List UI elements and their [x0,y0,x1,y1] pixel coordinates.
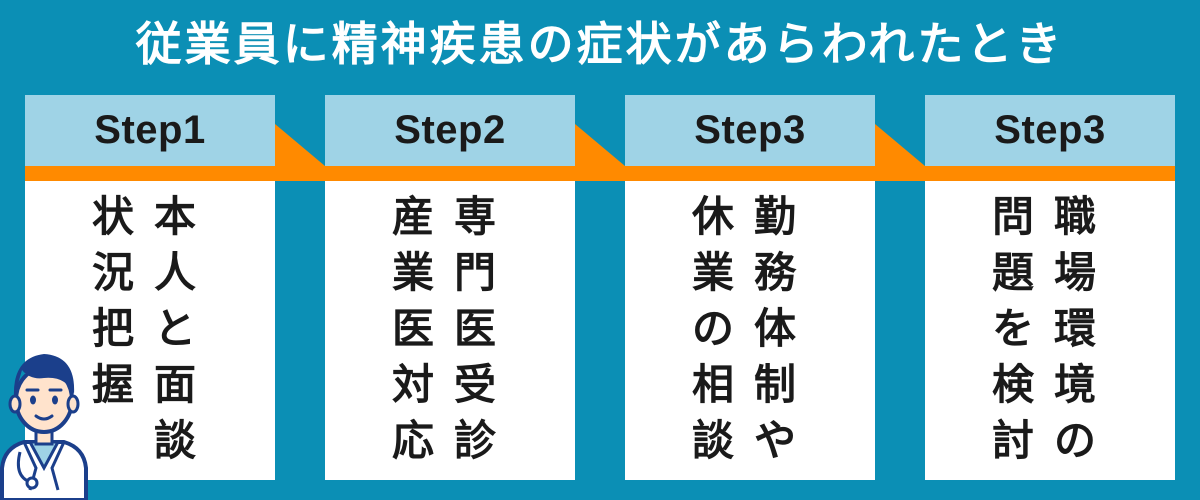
step-label: Step3 [994,108,1106,152]
step-card-1: Step1 本人と面談 状況把握 [25,95,275,480]
doctor-illustration-icon [0,354,88,500]
vertical-char: 握 [91,360,134,409]
step-card-2: Step2 専門医受診 産業医対応 [325,95,575,480]
step-body: 本人と面談 状況把握 [25,181,275,480]
vertical-char: 診 [453,416,496,465]
step-text-left: 状況把握 [87,189,139,413]
step-text-right: 職場環境の [1049,189,1101,469]
vertical-char: と [153,304,196,353]
step-text-right: 専門医受診 [449,189,501,469]
step-text-right: 勤務体制や [749,189,801,469]
vertical-char: 応 [391,416,434,465]
vertical-char: 職 [1053,192,1096,241]
vertical-char: 況 [91,248,134,297]
arrow-2-to-3 [575,124,625,181]
vertical-char: 本 [153,192,196,241]
vertical-char: 制 [753,360,796,409]
step-card-4: Step3 職場環境の 問題を検討 [925,95,1175,480]
vertical-char: の [691,304,734,353]
step-card-3: Step3 勤務体制や 休業の相談 [625,95,875,480]
vertical-char: 休 [691,192,734,241]
step-text-left: 産業医対応 [387,189,439,469]
vertical-char: の [1053,416,1096,465]
vertical-char: 医 [453,304,496,353]
vertical-char: 検 [991,360,1034,409]
step-body: 勤務体制や 休業の相談 [625,181,875,480]
vertical-char: 談 [691,416,734,465]
vertical-char: 問 [991,192,1034,241]
step-header: Step3 [925,95,1175,166]
page-title: 従業員に精神疾患の症状があらわれたとき [135,17,1065,71]
step-text-left: 休業の相談 [687,189,739,469]
step-text-left: 問題を検討 [987,189,1039,469]
vertical-char: 状 [91,192,134,241]
step-header: Step3 [625,95,875,166]
vertical-char: 把 [91,304,134,353]
step-label: Step2 [394,108,506,152]
vertical-char: 専 [453,192,496,241]
arrow-3-to-4 [875,124,925,181]
vertical-char: 務 [753,248,796,297]
vertical-char: を [991,304,1034,353]
vertical-char: 討 [991,416,1034,465]
vertical-char: 相 [691,360,734,409]
step-body: 専門医受診 産業医対応 [325,181,575,480]
vertical-char: 産 [391,192,434,241]
vertical-char: 題 [991,248,1034,297]
vertical-char: 業 [391,248,434,297]
vertical-char: 環 [1053,304,1096,353]
arrow-1-to-2 [275,124,325,181]
step-header: Step2 [325,95,575,166]
vertical-char: や [753,416,796,465]
vertical-char: 面 [153,360,196,409]
step-label: Step3 [694,108,806,152]
step-header: Step1 [25,95,275,166]
vertical-char: 場 [1053,248,1096,297]
vertical-char: 勤 [753,192,796,241]
vertical-char: 業 [691,248,734,297]
vertical-char: 談 [153,416,196,465]
step-text-right: 本人と面談 [149,189,201,469]
vertical-char: 人 [153,248,196,297]
vertical-char: 受 [453,360,496,409]
vertical-char: 境 [1053,360,1096,409]
step-label: Step1 [94,108,206,152]
vertical-char: 医 [391,304,434,353]
vertical-char: 対 [391,360,434,409]
step-body: 職場環境の 問題を検討 [925,181,1175,480]
vertical-char: 体 [753,304,796,353]
vertical-char: 門 [453,248,496,297]
